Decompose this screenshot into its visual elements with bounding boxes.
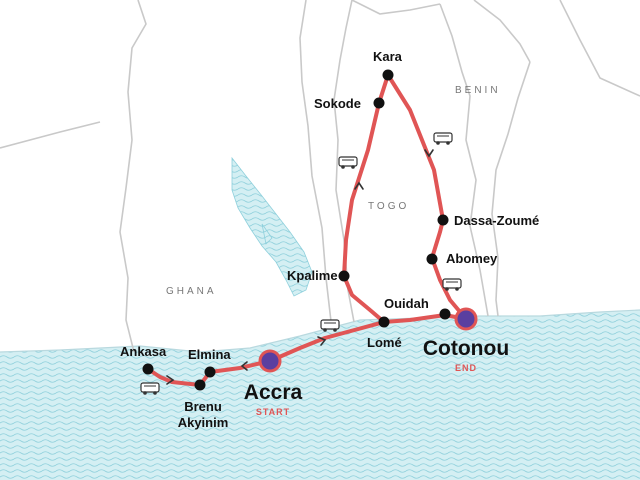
end-city-label: Cotonou xyxy=(422,337,510,360)
start-tag: START xyxy=(255,407,291,417)
stop-abomey xyxy=(426,253,438,265)
stop-sokode xyxy=(373,97,385,109)
stop-kpalime xyxy=(338,270,350,282)
stop-label-akyinim: Akyinim xyxy=(177,415,229,430)
lake-volta xyxy=(231,156,313,297)
stop-dassa-zoume xyxy=(437,214,449,226)
gulf-of-guinea-water xyxy=(0,310,640,480)
bus-icon xyxy=(433,132,453,146)
stop-label-kara: Kara xyxy=(373,49,402,64)
start-city-label: Accra xyxy=(243,381,303,404)
stop-label-sokode: Sokode xyxy=(314,96,361,111)
stop-label-elmina: Elmina xyxy=(188,347,231,362)
direction-arrows xyxy=(166,149,434,385)
end-marker xyxy=(454,307,478,331)
stop-label-dassa-zoume: Dassa-Zoumé xyxy=(454,213,540,228)
country-label-benin: BENIN xyxy=(455,85,501,96)
stop-lome xyxy=(378,316,390,328)
country-borders xyxy=(0,0,640,353)
stop-label-kpalime: Kpalime xyxy=(287,268,338,283)
start-marker xyxy=(258,349,282,373)
bus-icon xyxy=(338,156,358,170)
bus-icon xyxy=(442,278,462,292)
stop-label-abomey: Abomey xyxy=(446,251,498,266)
stop-label-ankasa: Ankasa xyxy=(120,344,167,359)
country-label-ghana: GHANA xyxy=(166,286,217,297)
stop-markers xyxy=(142,69,451,391)
stop-label-lome: Lomé xyxy=(367,335,402,350)
stop-label-brenu: Brenu xyxy=(184,399,222,414)
stop-ouidah xyxy=(439,308,451,320)
end-tag: END xyxy=(454,363,477,373)
country-label-togo: TOGO xyxy=(368,201,410,212)
stop-kara xyxy=(382,69,394,81)
stop-ankasa xyxy=(142,363,154,375)
tour-route xyxy=(146,73,468,387)
stop-label-ouidah: Ouidah xyxy=(384,296,429,311)
stop-elmina xyxy=(204,366,216,378)
stop-brenu xyxy=(194,379,206,391)
